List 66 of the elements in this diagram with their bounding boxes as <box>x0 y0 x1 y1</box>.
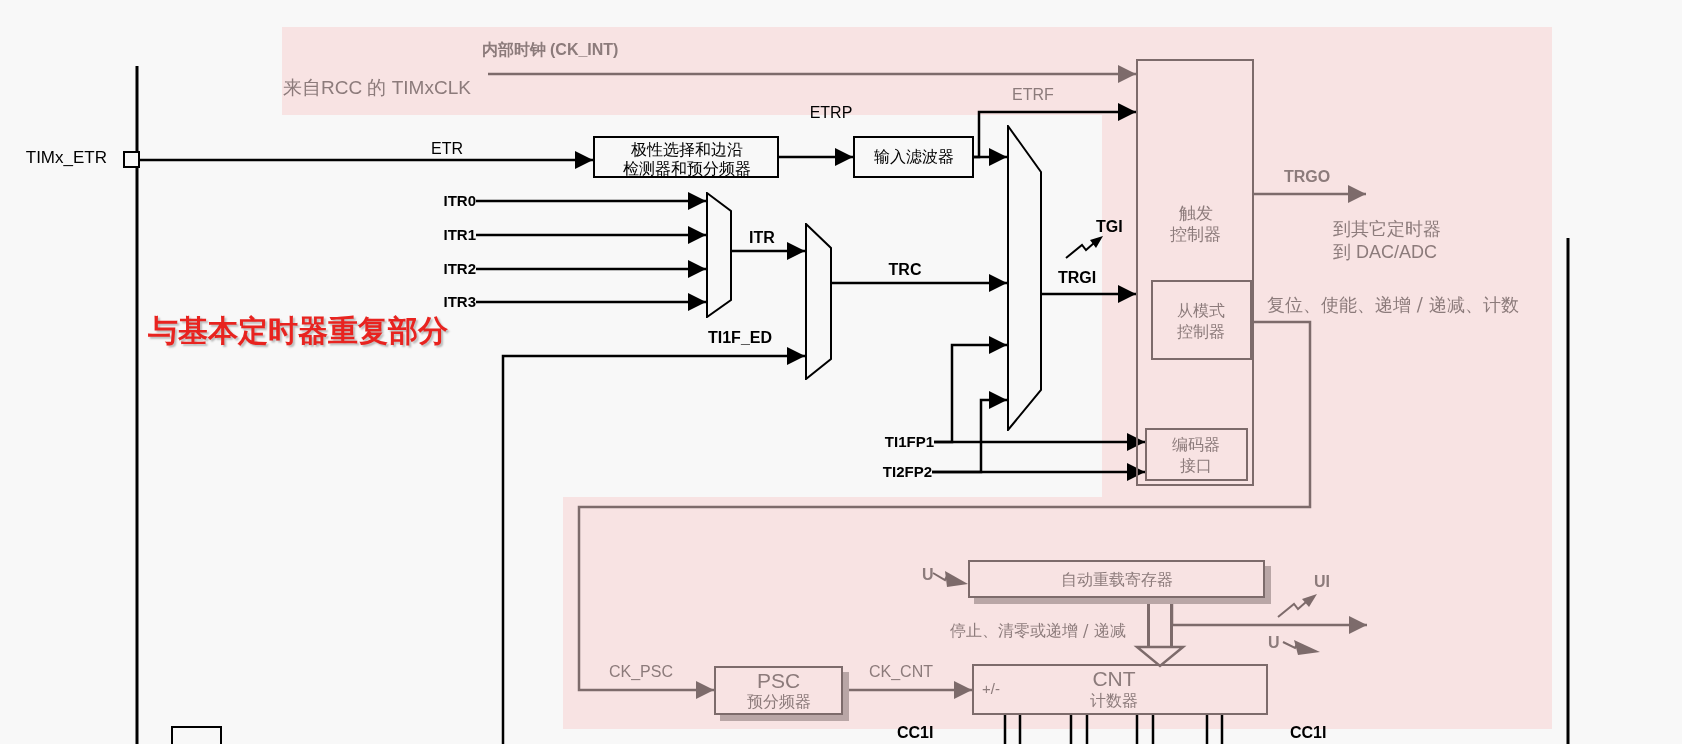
signal-label: U <box>922 566 934 585</box>
signal-label: U <box>1268 634 1280 653</box>
box-text: +/- <box>982 680 1000 697</box>
signal-label: CC1I <box>897 724 934 743</box>
box-text: PSC <box>755 669 802 693</box>
edge-label: ITR <box>749 229 775 247</box>
arrow <box>577 320 1312 699</box>
edge-label: ETRP <box>809 104 853 122</box>
box-text: 输入滤波器 <box>872 147 955 168</box>
destination-note: 到 DAC/ADC <box>1333 241 1438 264</box>
box-text: 计数器 <box>1089 691 1139 712</box>
arrow <box>934 433 1145 451</box>
edge-label: CK_PSC <box>609 663 673 681</box>
edge-label: TRC <box>888 261 922 279</box>
process-box <box>853 136 974 178</box>
arrow <box>732 242 805 260</box>
arrow <box>1042 285 1136 303</box>
box-text: 编码器接口 <box>1172 434 1221 476</box>
arrow <box>476 260 706 278</box>
arrow <box>1254 185 1366 203</box>
arrow <box>779 148 853 166</box>
arrow <box>488 65 1136 83</box>
signal-label: ITR3 <box>400 292 476 312</box>
signal-label: ITR1 <box>400 225 476 245</box>
edge-label: CK_CNT <box>869 663 933 681</box>
box-text: 极性选择和边沿检测器和预分频器 <box>623 140 752 178</box>
destination-note: 到其它定时器 <box>1333 218 1442 241</box>
arrow <box>832 274 1007 292</box>
note-text: 复位、使能、递增 / 递减、计数 <box>1267 295 1519 316</box>
controller-box <box>1151 280 1252 360</box>
arrow <box>501 347 805 744</box>
multiplexer <box>805 223 832 380</box>
signal-label: TI1FP1 <box>858 432 934 452</box>
edge-label: ETR <box>431 140 463 158</box>
note-text: 停止、清零或递增 / 递减 <box>950 622 1126 641</box>
box-text: 自动重载寄存器 <box>1059 570 1174 591</box>
arrow <box>476 293 706 311</box>
arrow <box>932 463 1145 481</box>
signal-label: TGI <box>1096 218 1123 237</box>
signal-label: TI2FP2 <box>856 462 932 482</box>
arrow <box>140 151 593 169</box>
signal-label: UI <box>1314 573 1330 592</box>
edge-label: TRGI <box>1057 269 1097 287</box>
arrow <box>476 192 706 210</box>
box-text: 预分频器 <box>745 692 812 713</box>
counter-box <box>972 664 1268 715</box>
edge-label: TRGO <box>1283 168 1331 186</box>
edge-label: TI1F_ED <box>708 329 772 347</box>
multiplexer <box>706 192 732 318</box>
clock-source-label: 来自RCC 的 TIMxCLK <box>283 76 488 100</box>
box-text: 从模式控制器 <box>1177 300 1226 342</box>
controller-box <box>1136 59 1254 486</box>
encoder-box <box>1145 428 1248 481</box>
pin-label: TIMx_ETR <box>25 148 107 168</box>
arrow <box>974 103 1136 159</box>
edge-label: ETRF <box>1012 86 1054 104</box>
arrow <box>476 226 706 244</box>
signal-label: CC1I <box>1290 724 1327 743</box>
process-box <box>593 136 779 178</box>
edge-label: 内部时钟 (CK_INT) <box>481 41 619 59</box>
multiplexer <box>1007 125 1042 431</box>
signal-label: ITR2 <box>400 259 476 279</box>
box-text: 触发控制器 <box>1170 203 1222 245</box>
warning-note: 与基本定时器重复部分 <box>148 314 448 349</box>
box-text: CNT <box>1091 667 1137 691</box>
signal-label: ITR0 <box>400 191 476 211</box>
